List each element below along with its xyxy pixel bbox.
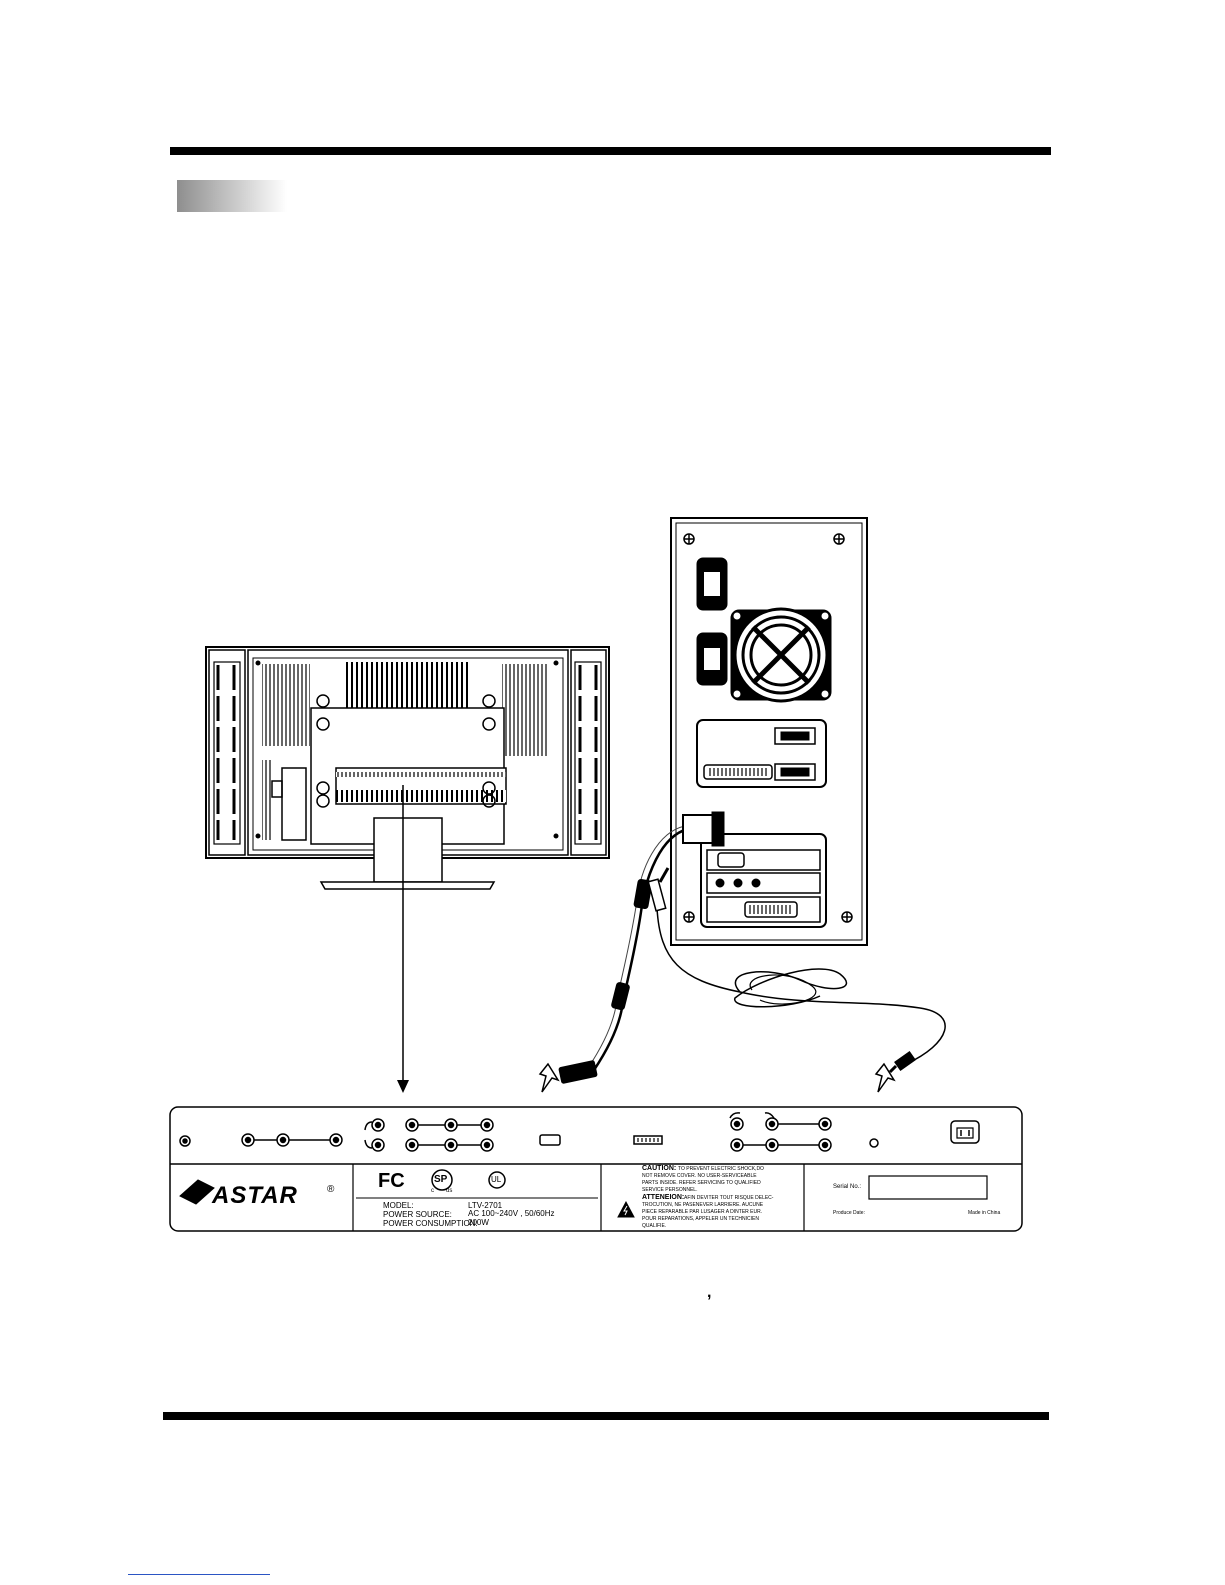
csa-sub-c: c (431, 1188, 434, 1194)
pointer-arrow-icon (397, 785, 409, 1093)
vga-cable-icon (558, 811, 725, 1084)
monitor-back-icon (205, 646, 610, 890)
serial-label: Serial No.: (833, 1184, 862, 1190)
power-consumption-value: 200W (468, 1218, 489, 1227)
attention-line2: TROCUTION, NE PASENEVER LARRIERE. AUCUNE (642, 1202, 764, 1208)
caution-line4: SERVICE PERSONNEL. (642, 1187, 698, 1193)
stray-comma: , (707, 1284, 712, 1301)
csa-sub-us: us (446, 1188, 453, 1194)
bottom-rule (163, 1412, 1049, 1420)
top-rule (170, 147, 1051, 155)
caution-line1: TO PREVENT ELECTRIC SHOCK,DO (678, 1166, 764, 1172)
attention-line4: POUR REPARATIONS, APPELER UN TECHNICIEN (642, 1216, 759, 1222)
attention-line1: AFIN DEVITER TOUT RISQUE DELEC- (684, 1195, 774, 1201)
footer-link-line (128, 1574, 270, 1575)
caution-head: CAUTION: (642, 1165, 677, 1172)
caution-line2: NOT REMOVE COVER. NO USER-SERVICEABLE (642, 1173, 757, 1179)
plug-in-arrow-icon (538, 1062, 896, 1093)
pc-tower-icon (670, 517, 868, 946)
attention-head: ATTENEION: (642, 1194, 685, 1201)
rear-label-panel (169, 1106, 1023, 1232)
attention-line3: PIECE REPARABLE PAR LUSAGER A DINTER EUR… (642, 1209, 763, 1215)
registered-mark: ® (327, 1184, 335, 1195)
produce-date-label: Produce Date: (833, 1210, 865, 1216)
attention-line5: QUALIFIE. (642, 1223, 667, 1229)
made-in-label: Made in China (968, 1210, 1001, 1216)
audio-cable-icon (647, 867, 946, 1074)
model-value: LTV-2701 (468, 1201, 503, 1210)
csa-mark: SP (434, 1174, 448, 1185)
power-source-value: AC 100~240V , 50/60Hz (468, 1209, 555, 1218)
power-source-label: POWER SOURCE: (383, 1210, 452, 1219)
ul-mark: UL (491, 1175, 502, 1184)
warning-triangle-icon (617, 1200, 635, 1218)
power-consumption-label: POWER CONSUMPTION: (383, 1219, 478, 1228)
fan-grille-icon (730, 607, 832, 703)
model-label: MODEL: (383, 1201, 414, 1210)
caution-line3: PARTS INSIDE. REFER SERVICING TO QUALIFI… (642, 1180, 761, 1186)
section-tab (177, 180, 287, 212)
power-socket-icon (950, 1120, 980, 1144)
fcc-mark: FC (378, 1170, 405, 1192)
brand-logo: ASTAR (212, 1182, 298, 1209)
